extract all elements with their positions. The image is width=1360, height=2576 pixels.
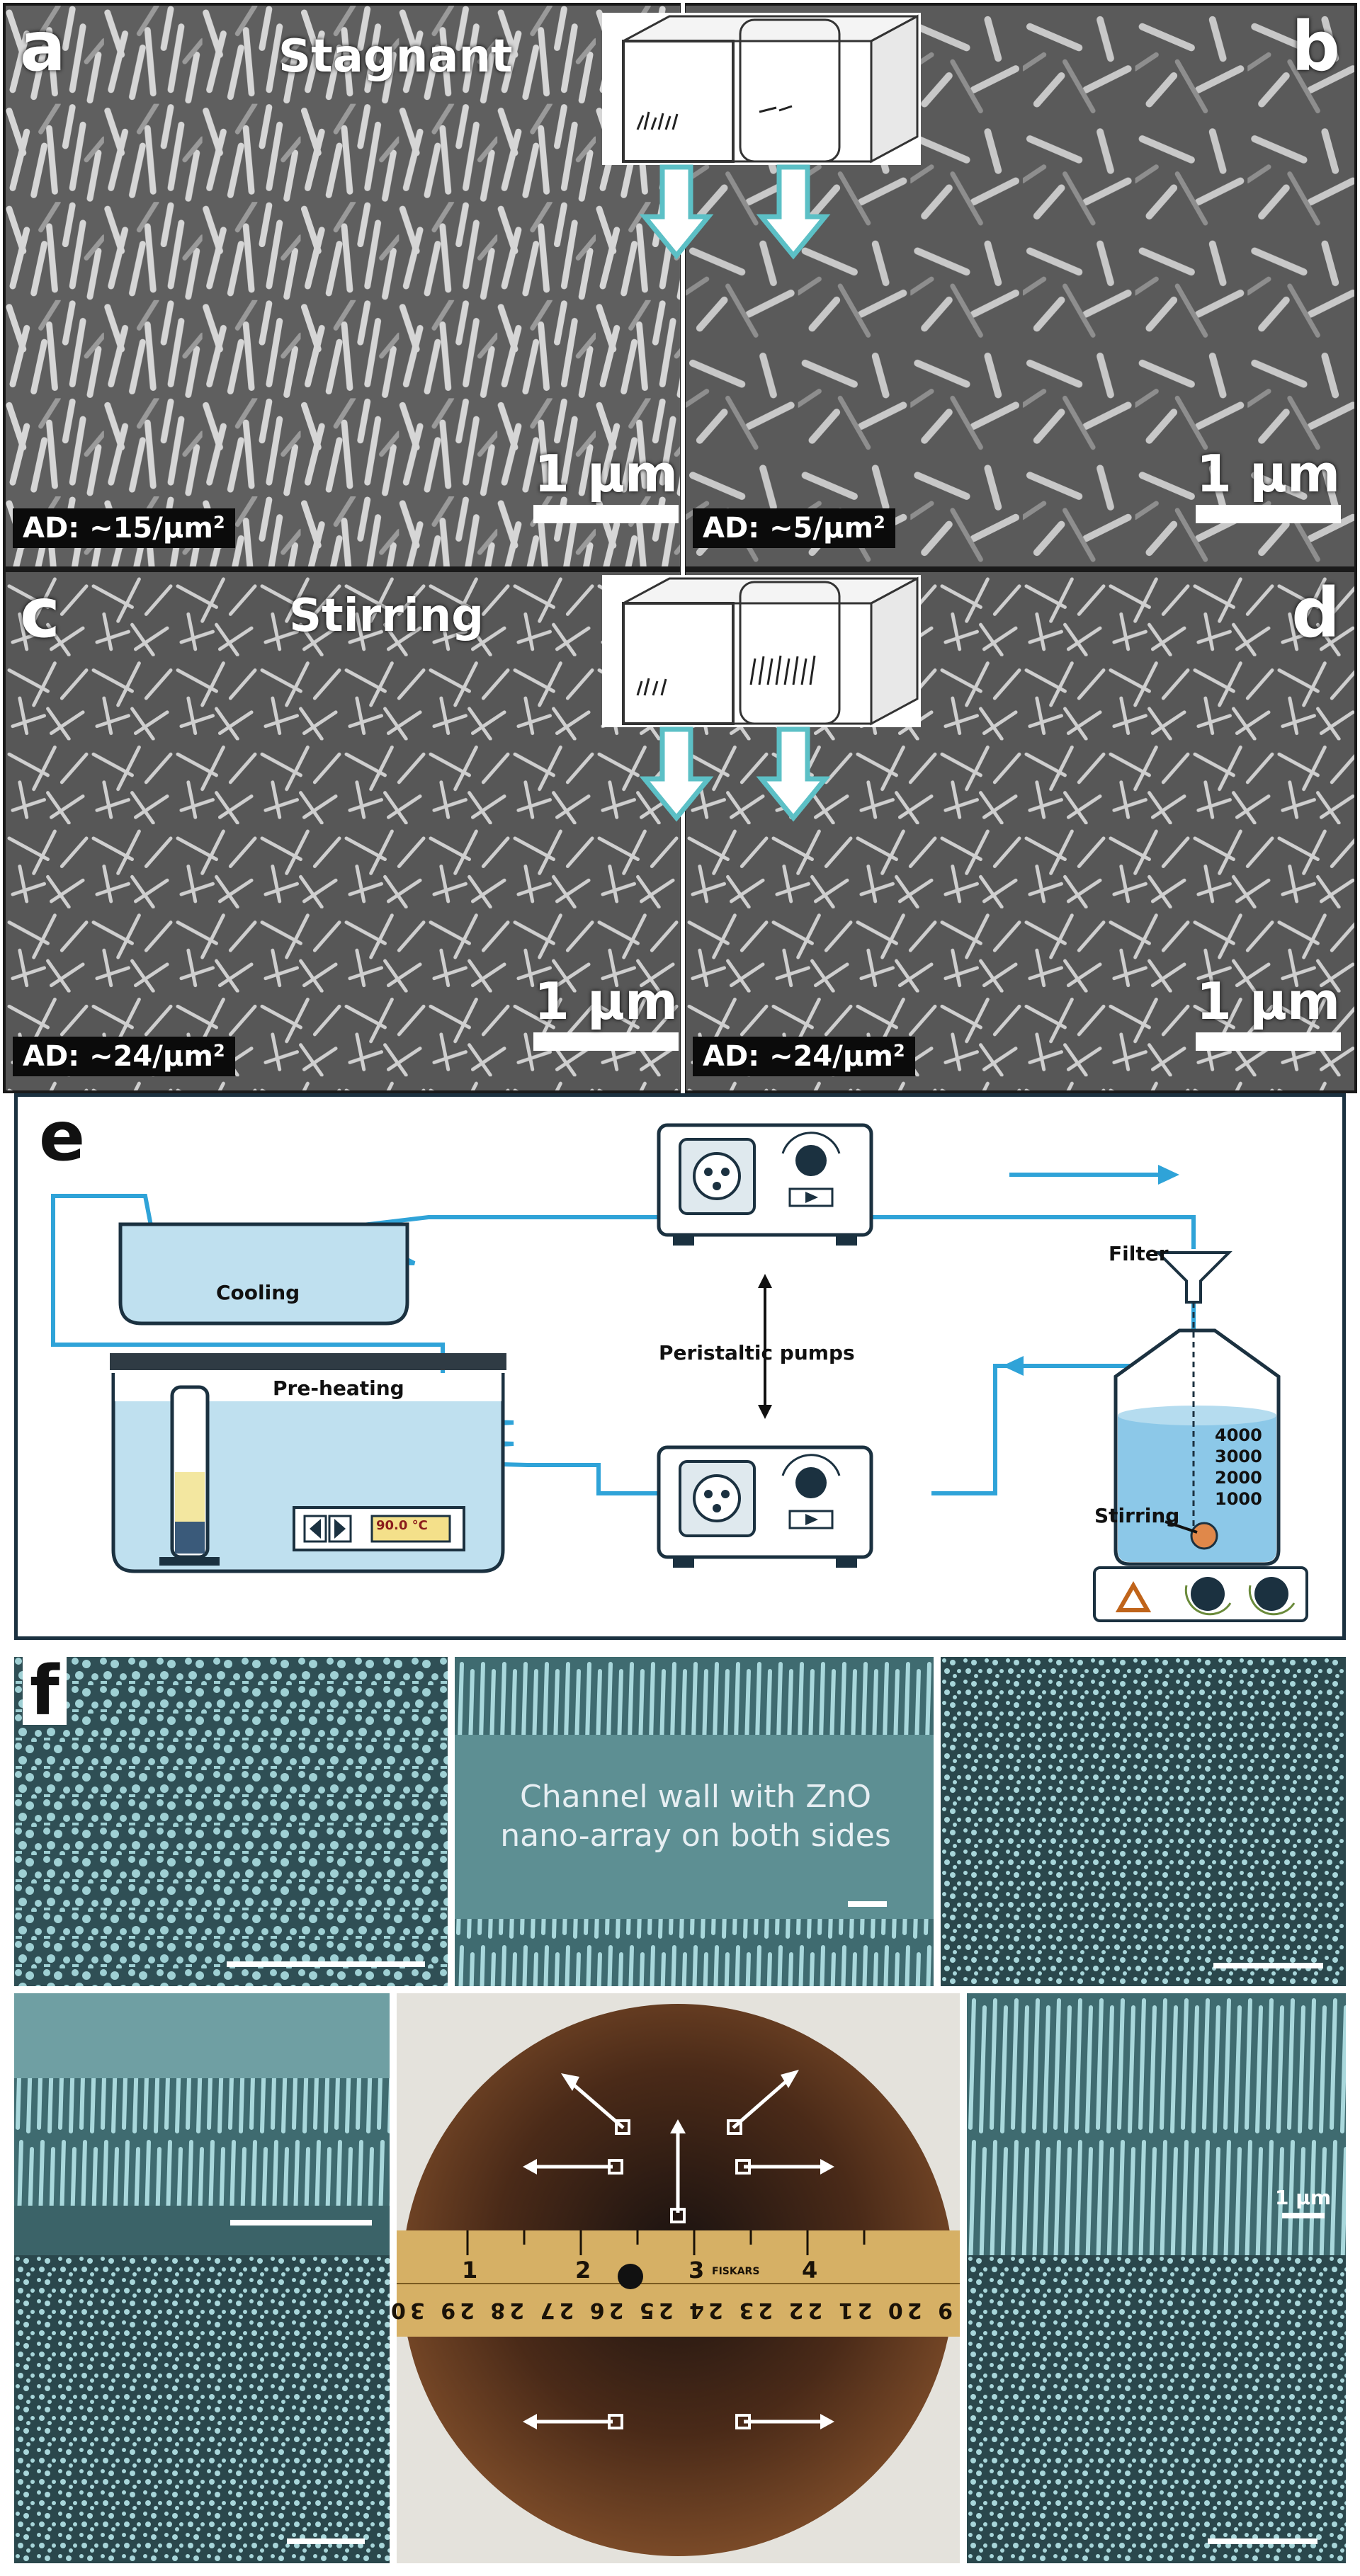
scale-bar [848,1901,887,1907]
down-arrow-icon [639,164,714,260]
sem-channel-wall: Channel wall with ZnO nano-array on both… [455,1657,934,1986]
channel-inset-stirring [602,575,921,727]
scale-bar [1196,505,1341,523]
nanorod-texture [6,572,680,1090]
panel-b-letter: b [1291,7,1340,86]
panel-f-letter: f [23,1657,67,1725]
down-arrow-icon [756,726,831,822]
flow-diagram [51,1123,1308,1622]
sem-side-view-right: 1 µm [967,1993,1346,2255]
scale-text: 1 µm [533,444,679,503]
teal-sem-texture [941,1657,1346,1986]
ruler-cm-marks: 9 20 21 22 23 24 25 26 27 28 29 30 [387,2298,953,2323]
scale-bar [287,2538,365,2544]
channel-wall-label: Channel wall with ZnO nano-array on both… [500,1779,891,1854]
scale-bar [533,1032,679,1051]
down-arrow-icon [639,726,714,822]
panel-divider [681,569,685,1093]
panel-c-condition: Stirring [289,590,484,642]
panel-a-sem-image: a Stagnant AD: ~15/µm2 1 µm [3,3,683,569]
panel-f-container: Channel wall with ZnO nano-array on both… [14,1657,1346,2563]
pumps-label: Peristaltic pumps [659,1341,855,1364]
panel-c-letter: c [20,574,60,653]
panel-b-scalebar: 1 µm [1196,448,1341,523]
panel-d-density: AD: ~24/µm2 [693,1037,915,1076]
stirring-label: Stirring [1094,1504,1180,1527]
sem-top-view-bottom-right [967,2255,1346,2563]
panel-e-flow-schematic: e [14,1093,1346,1640]
scale-bar [533,505,679,523]
beaker-volume-marks: 4000 3000 2000 1000 [1215,1425,1262,1509]
channel-wall-texture [455,1657,934,1986]
sem-cross-section-left [14,1993,390,2255]
scale-text: 1 µm [1196,971,1341,1031]
scale-text: 1 µm [1196,444,1341,503]
panel-a-scalebar: 1 µm [533,448,679,523]
scale-bar [1213,1963,1323,1968]
scale-label: 1 µm [1275,2186,1332,2209]
panel-a-condition: Stagnant [278,30,513,83]
wafer-illustration [397,1993,960,2563]
panel-b-density: AD: ~5/µm2 [693,508,895,548]
scale-bar [227,1961,425,1967]
teal-sem-texture [14,1657,448,1986]
ruler-inch-marks: 1 2 3 4 [462,2257,818,2284]
teal-sem-texture [967,2255,1346,2563]
scale-text: 1 µm [533,971,679,1031]
filter-label: Filter [1109,1242,1169,1265]
channel-inset-stagnant [602,13,921,165]
panel-divider [681,3,685,569]
panel-d-letter: d [1291,574,1340,653]
ruler-brand: FISKARS [712,2266,760,2277]
nanorod-texture [6,6,680,566]
pump-bottom [657,1445,873,1568]
teal-cross-section [14,1993,390,2255]
scale-bar [1208,2538,1318,2544]
temperature-display: 90.0 °C [376,1518,428,1533]
preheating-label: Pre-heating [273,1377,404,1400]
teal-rods-texture [967,1993,1346,2255]
wafer-photo: 1 2 3 4 FISKARS 9 20 21 22 23 24 25 26 2… [387,1993,960,2563]
pump-top [657,1123,873,1246]
scale-bar [230,2220,372,2225]
sem-top-view-bottom-left [14,2255,390,2563]
sem-top-view-left [14,1657,448,1986]
scale-bar [1196,1032,1341,1051]
panel-a-density: AD: ~15/µm2 [13,508,235,548]
panel-a-letter: a [20,7,66,86]
scale-bar [1282,2213,1325,2218]
teal-sem-texture [14,2255,390,2563]
panel-e-letter: e [39,1097,86,1176]
panel-c-sem-image: c Stirring AD: ~24/µm2 1 µm [3,569,683,1093]
sem-top-view-right [941,1657,1346,1986]
panel-c-density: AD: ~24/µm2 [13,1037,235,1076]
down-arrow-icon [756,164,831,260]
panel-d-scalebar: 1 µm [1196,976,1341,1051]
panel-c-scalebar: 1 µm [533,976,679,1051]
cooling-label: Cooling [216,1281,300,1304]
